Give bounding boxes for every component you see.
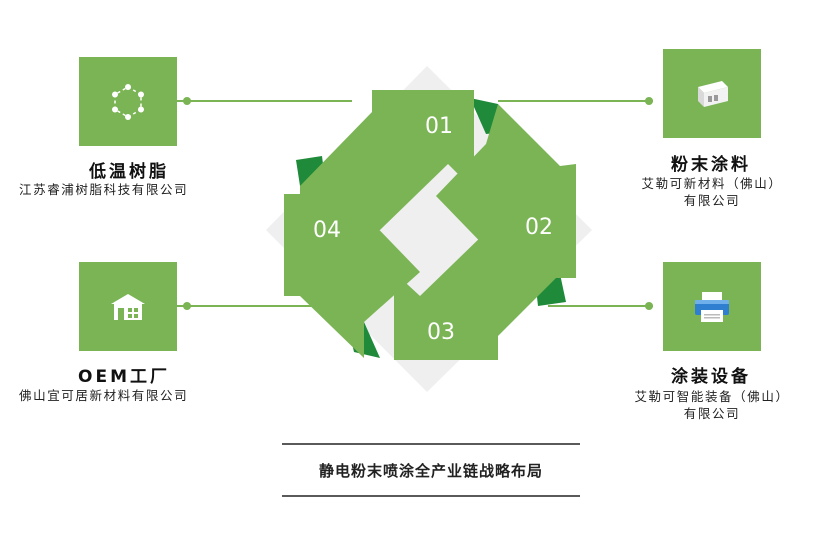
powder-icon-box	[663, 49, 761, 138]
factory-icon-box	[79, 262, 177, 351]
cycle-arrow-04	[284, 194, 420, 358]
fold-tab-left	[296, 156, 324, 186]
factory-house-icon	[111, 293, 145, 320]
resin-icon-box	[79, 57, 177, 146]
equipment-icon-box	[663, 262, 761, 351]
printer-equipment-icon	[695, 291, 729, 322]
node-company-equipment-line1: 艾勒可智能装备（佛山）	[634, 389, 790, 404]
powder-package-icon	[698, 80, 728, 107]
hexagon-dots-icon	[112, 83, 144, 120]
connector-powder	[498, 100, 653, 102]
connector-resin	[177, 100, 352, 102]
node-title-oem: OEM工厂	[78, 367, 170, 387]
cycle-step-label-03: 03	[427, 320, 455, 345]
cycle-diagram: 01 02 03 04	[266, 66, 592, 392]
node-title-powder: 粉末涂料	[671, 155, 751, 175]
cycle-arrow-03	[394, 232, 560, 360]
cycle-step-label-01: 01	[425, 114, 453, 139]
cycle-step-label-04: 04	[313, 218, 341, 243]
caption-rule-top	[282, 443, 580, 445]
connector-dot-resin	[183, 97, 191, 105]
node-title-resin: 低温树脂	[89, 162, 169, 182]
connector-dot-oem	[183, 302, 191, 310]
node-company-resin: 江苏睿浦树脂科技有限公司	[19, 182, 189, 197]
connector-dot-equipment	[645, 302, 653, 310]
diagram-caption: 静电粉末喷涂全产业链战略布局	[318, 462, 543, 480]
node-company-oem: 佛山宜可居新材料有限公司	[19, 388, 189, 403]
node-company-equipment-line2: 有限公司	[683, 406, 741, 421]
cycle-step-label-02: 02	[525, 215, 553, 240]
connector-equipment	[548, 305, 653, 307]
node-company-powder-line2: 有限公司	[683, 193, 741, 208]
caption-rule-bottom	[282, 495, 580, 497]
connector-dot-powder	[645, 97, 653, 105]
connector-oem	[177, 305, 317, 307]
fold-tab-right	[536, 274, 566, 306]
node-title-equipment: 涂装设备	[671, 367, 751, 387]
node-company-powder-line1: 艾勒可新材料（佛山）	[641, 176, 783, 191]
